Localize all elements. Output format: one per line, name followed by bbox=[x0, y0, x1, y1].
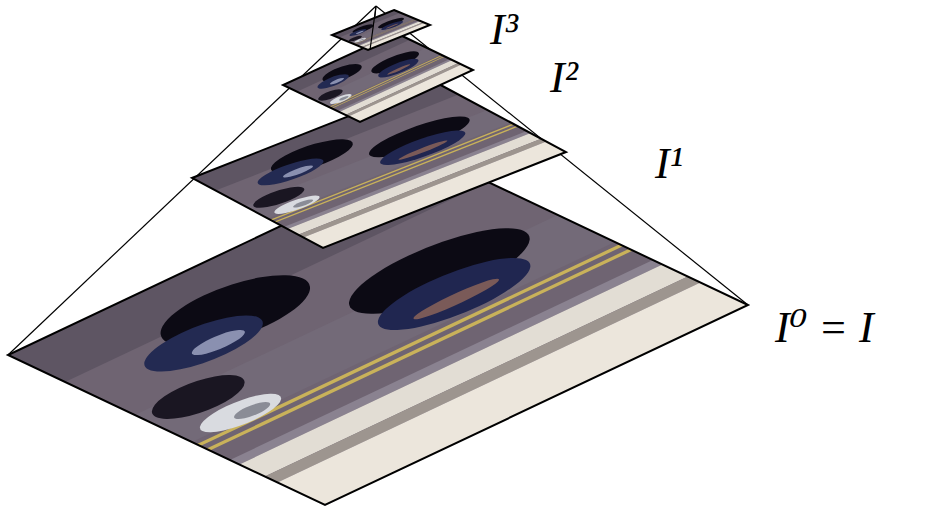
level-label: I² bbox=[550, 56, 578, 100]
level-label: I⁰ = I bbox=[775, 306, 874, 350]
level-label: I¹ bbox=[655, 142, 683, 186]
level-label: I³ bbox=[490, 8, 518, 52]
